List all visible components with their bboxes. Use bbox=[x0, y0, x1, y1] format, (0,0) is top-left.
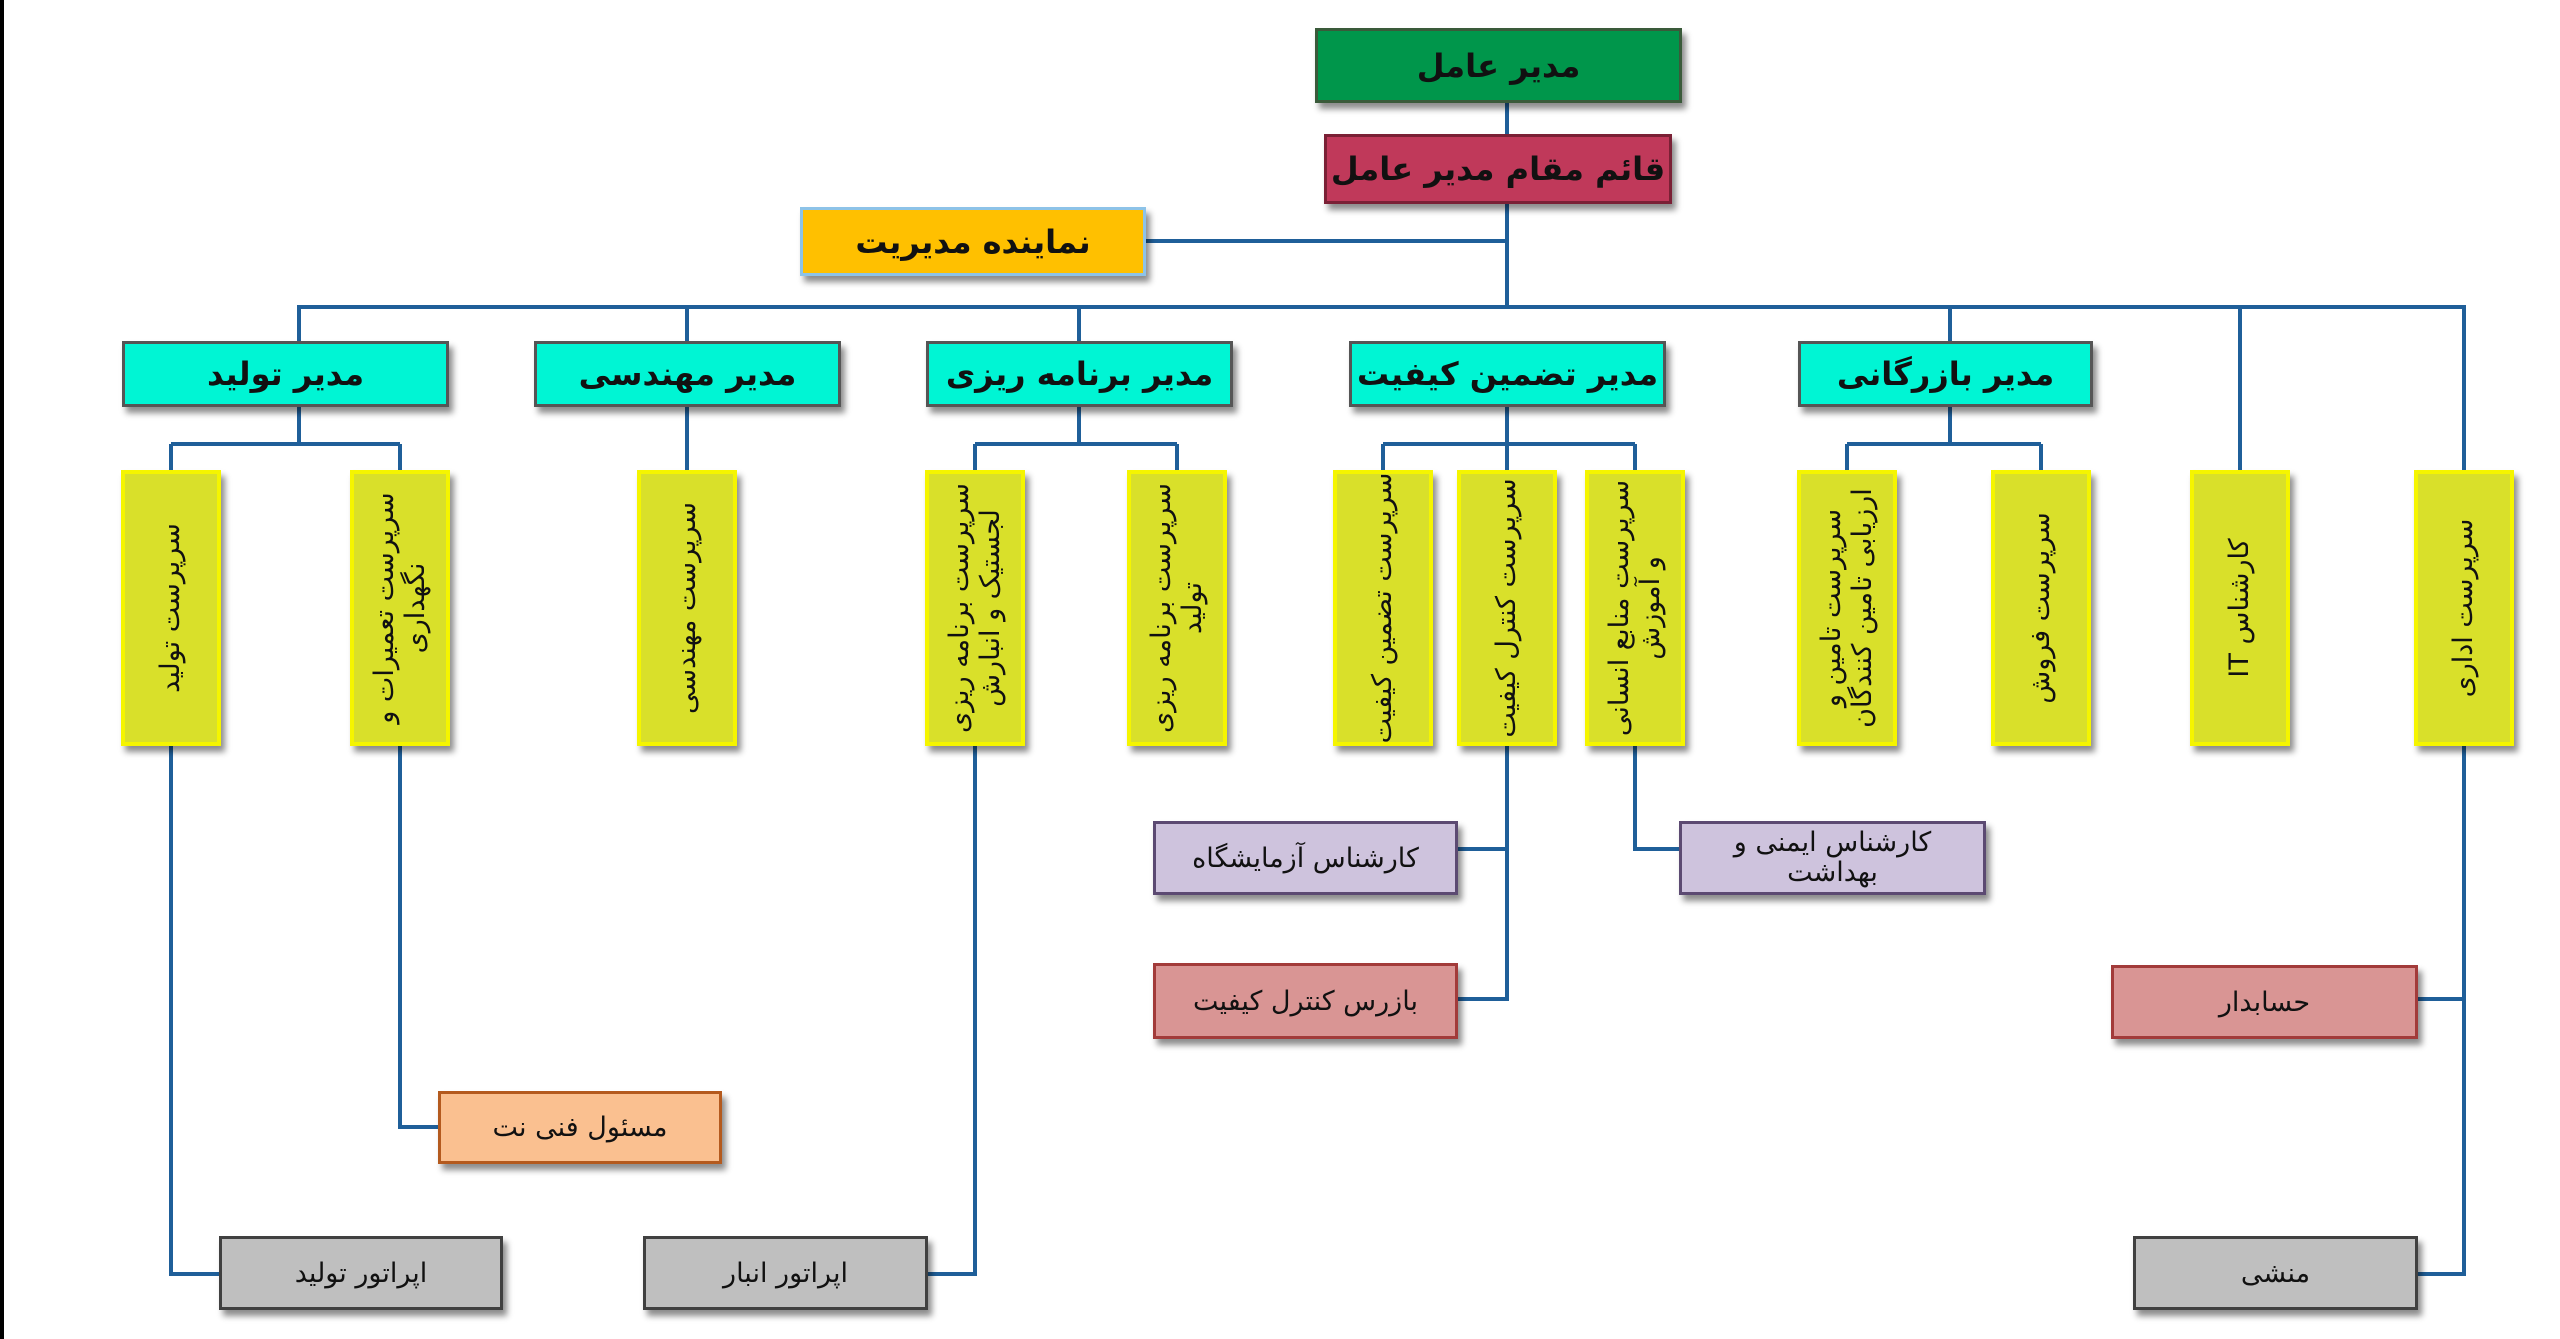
maintenance-technician-box: مسئول فنی نت bbox=[438, 1091, 722, 1164]
supervisor-label: سرپرست کنترل کیفیت bbox=[1491, 478, 1523, 738]
supervisor-label: سرپرست تامین و ارزیابی تامین کنندگان bbox=[1815, 488, 1878, 728]
qa-manager-box: مدیر تضمین کیفیت bbox=[1349, 341, 1666, 407]
hr-supervisor-box: سرپرست منابع انسانی و آموزش bbox=[1585, 470, 1685, 746]
staff-label: اپراتور تولید bbox=[294, 1257, 428, 1289]
staff-label: مسئول فنی نت bbox=[492, 1112, 668, 1143]
manager-label: مدیر تولید bbox=[207, 355, 364, 393]
staff-label: منشی bbox=[2240, 1257, 2311, 1289]
lab-specialist-box: کارشناس آزمایشگاه bbox=[1153, 821, 1458, 895]
manager-label: مدیر تضمین کیفیت bbox=[1357, 355, 1658, 393]
secretary-box: منشی bbox=[2133, 1236, 2418, 1310]
engineering-supervisor-box: سرپرست مهندسی bbox=[637, 470, 737, 746]
warehouse-operator-box: اپراتور انبار bbox=[643, 1236, 928, 1310]
deputy-label: قائم مقام مدیر عامل bbox=[1330, 150, 1666, 188]
qa-supervisor-box: سرپرست تضمین کیفیت bbox=[1333, 470, 1433, 746]
ceo-box: مدیر عامل bbox=[1315, 28, 1682, 103]
ceo-label: مدیر عامل bbox=[1416, 46, 1581, 85]
staff-label: اپراتور انبار bbox=[723, 1257, 848, 1289]
management-representative-box: نماینده مدیریت bbox=[800, 207, 1146, 276]
representative-label: نماینده مدیریت bbox=[855, 222, 1091, 261]
manager-label: مدیر مهندسی bbox=[578, 355, 797, 393]
staff-label: حسابدار bbox=[2218, 986, 2311, 1018]
supervisor-label: سرپرست تضمین کیفیت bbox=[1367, 472, 1399, 744]
production-manager-box: مدیر تولید bbox=[122, 341, 449, 407]
sales-supervisor-box: سرپرست فروش bbox=[1991, 470, 2091, 746]
qc-supervisor-box: سرپرست کنترل کیفیت bbox=[1457, 470, 1557, 746]
supervisor-label: سرپرست فروش bbox=[2025, 512, 2057, 704]
engineering-manager-box: مدیر مهندسی bbox=[534, 341, 841, 407]
supervisor-label: سرپرست تعمیرات و نگهداری bbox=[368, 492, 431, 724]
supervisor-label: سرپرست برنامه ریزی لجستیک و انبارش bbox=[943, 483, 1006, 733]
staff-label: کارشناس ایمنی و بهداشت bbox=[1733, 827, 1932, 888]
production-planning-supervisor-box: سرپرست برنامه ریزی تولید bbox=[1127, 470, 1227, 746]
supervisor-label: سرپرست مهندسی bbox=[671, 501, 703, 714]
supervisor-label: سرپرست منابع انسانی و آموزش bbox=[1603, 479, 1666, 737]
logistics-supervisor-box: سرپرست برنامه ریزی لجستیک و انبارش bbox=[925, 470, 1025, 746]
accountant-box: حسابدار bbox=[2111, 965, 2418, 1039]
supervisor-label: سرپرست تولید bbox=[155, 523, 187, 693]
staff-label: بازرس کنترل کیفیت bbox=[1193, 985, 1418, 1017]
supervisor-label: سرپرست برنامه ریزی تولید bbox=[1145, 483, 1208, 733]
supply-supervisor-box: سرپرست تامین و ارزیابی تامین کنندگان bbox=[1797, 470, 1897, 746]
maintenance-supervisor-box: سرپرست تعمیرات و نگهداری bbox=[350, 470, 450, 746]
it-specialist-box: کارشناس IT bbox=[2190, 470, 2290, 746]
supervisor-label: کارشناس IT bbox=[2224, 538, 2256, 678]
planning-manager-box: مدیر برنامه ریزی bbox=[926, 341, 1233, 407]
staff-label: کارشناس آزمایشگاه bbox=[1192, 842, 1419, 874]
manager-label: مدیر برنامه ریزی bbox=[945, 355, 1214, 393]
admin-supervisor-box: سرپرست اداری bbox=[2414, 470, 2514, 746]
production-operator-box: اپراتور تولید bbox=[219, 1236, 503, 1310]
supervisor-label: سرپرست اداری bbox=[2448, 518, 2480, 698]
left-border bbox=[0, 0, 4, 1339]
manager-label: مدیر بازرگانی bbox=[1836, 355, 2055, 393]
production-supervisor-box: سرپرست تولید bbox=[121, 470, 221, 746]
safety-specialist-box: کارشناس ایمنی و بهداشت bbox=[1679, 821, 1986, 895]
qc-inspector-box: بازرس کنترل کیفیت bbox=[1153, 963, 1458, 1039]
commerce-manager-box: مدیر بازرگانی bbox=[1798, 341, 2093, 407]
deputy-ceo-box: قائم مقام مدیر عامل bbox=[1324, 134, 1672, 204]
